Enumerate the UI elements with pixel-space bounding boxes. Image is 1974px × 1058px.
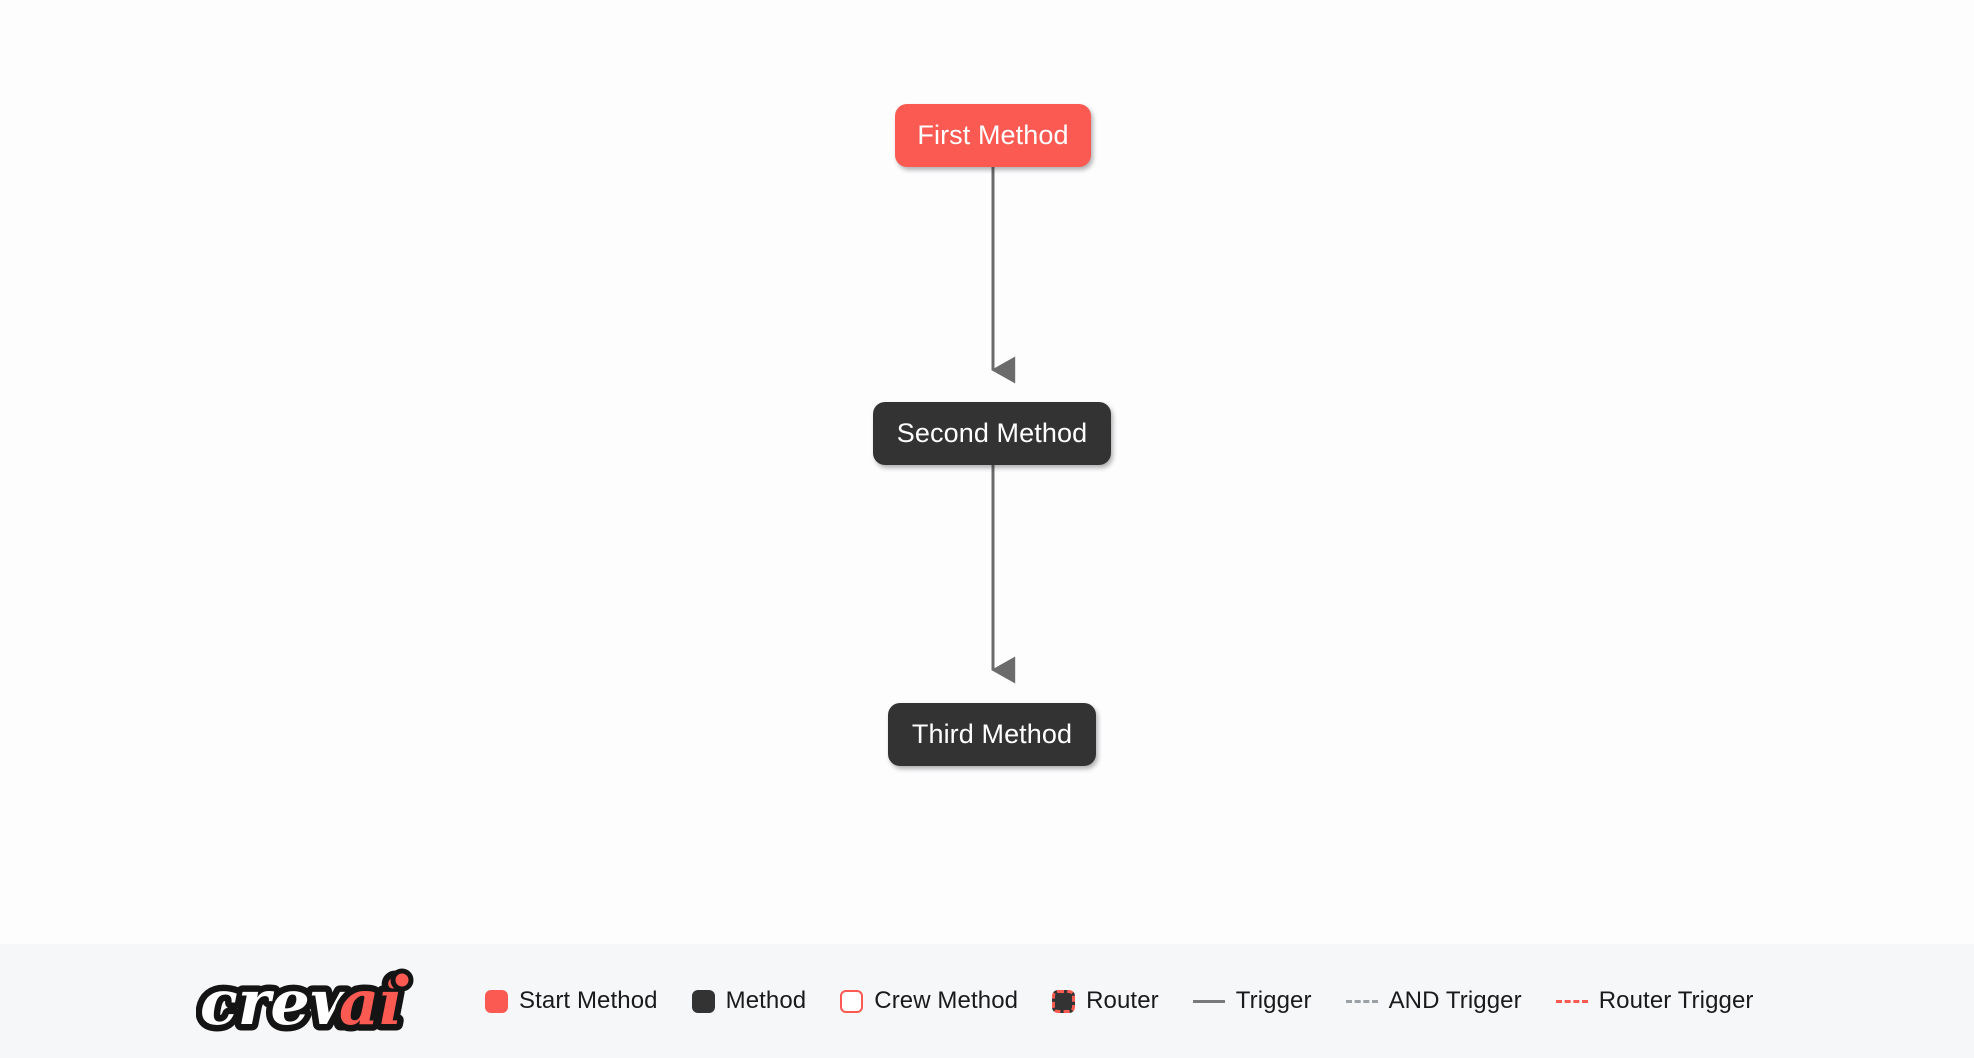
legend-item-label: AND Trigger [1388,987,1522,1014]
crew-method-swatch-icon [840,989,864,1013]
flow-node-label: First Method [917,120,1069,150]
logo-dot-icon [390,968,414,992]
flow-node-label: Third Method [911,719,1073,749]
flow-node-first-method[interactable]: First Method [895,104,1091,167]
and-trigger-line-icon [1345,999,1378,1003]
flow-node-third-method[interactable]: Third Method [888,703,1096,766]
legend-item-and-trigger: AND Trigger [1345,987,1522,1015]
legend-item-router-trigger: Router Trigger [1555,987,1754,1015]
legend-item-label: Method [725,987,807,1014]
router-swatch-icon [1052,989,1076,1013]
router-trigger-line-icon [1555,999,1588,1003]
start-method-swatch-icon [485,989,508,1013]
legend-item-label: Router [1086,987,1159,1014]
flow-node-label: Second Method [896,418,1088,448]
method-swatch-icon [691,989,715,1013]
legend-item-label: Trigger [1235,987,1312,1014]
logo-text-crew: crew [200,966,366,1039]
flow-canvas[interactable]: First Method Second Method Third Method [0,0,1974,944]
legend-item-crew-method: Crew Method [840,987,1018,1015]
legend-item-label: Router Trigger [1598,987,1754,1014]
trigger-line-icon [1192,999,1225,1003]
crewai-logo-mark: crew ai [196,966,428,1042]
legend-bar: Start Method Method Crew Method Router T… [0,944,1974,1058]
flow-node-second-method[interactable]: Second Method [873,402,1111,465]
legend-item-label: Crew Method [874,987,1019,1014]
legend-item-label: Start Method [519,987,658,1014]
legend-item-start-method: Start Method [485,987,658,1015]
legend-item-router: Router [1052,987,1159,1015]
legend-item-trigger: Trigger [1192,987,1312,1015]
legend-item-method: Method [691,987,807,1015]
